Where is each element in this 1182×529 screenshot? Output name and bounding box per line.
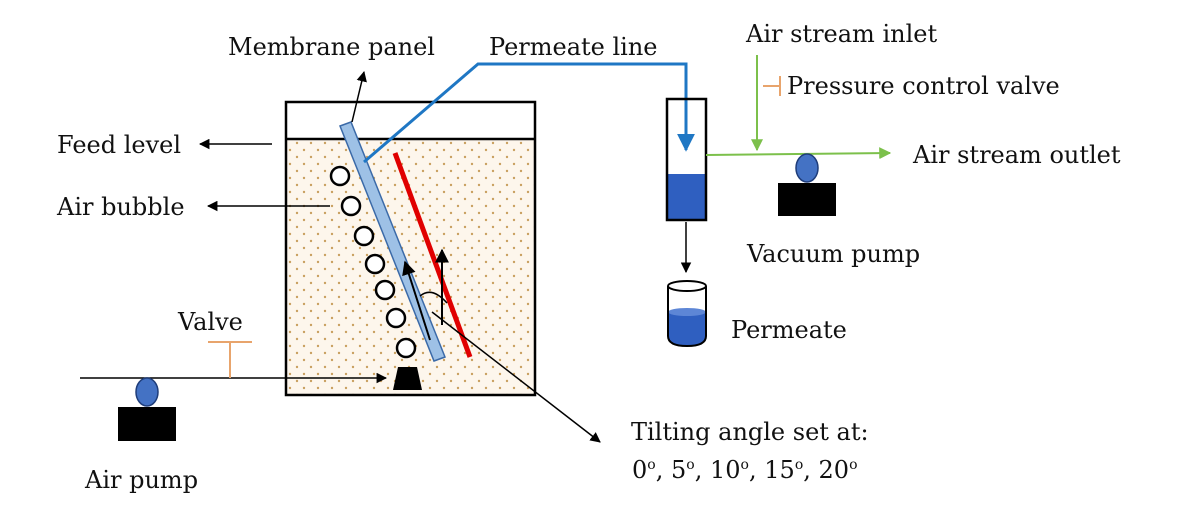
air-diffuser <box>393 367 422 390</box>
membrane-panel-label: Membrane panel <box>228 33 435 61</box>
vacuum-pump-base <box>778 183 836 216</box>
permeate-label: Permeate <box>731 316 847 344</box>
air-bubble <box>340 195 362 217</box>
vacuum-pump-head <box>795 153 819 183</box>
angle-degree: o <box>741 457 749 473</box>
air-pump-head <box>135 377 159 407</box>
air-pump-label: Air pump <box>84 466 198 494</box>
angle-value: 10 <box>710 456 741 484</box>
membrane-panel-pointer <box>351 70 367 123</box>
tilting-angle-label: Tilting angle set at: <box>631 418 869 446</box>
valve-label: Valve <box>177 308 243 336</box>
angle-sep: , <box>695 456 703 484</box>
angle-sep: , <box>803 456 811 484</box>
permeate-beaker <box>667 280 707 348</box>
pressure-control-valve-label: Pressure control valve <box>787 72 1060 100</box>
angle-degree: o <box>686 457 694 473</box>
air-bubble <box>385 307 407 329</box>
membrane-direction-arrow <box>402 260 431 341</box>
air-stream-outlet-label: Air stream outlet <box>912 141 1121 169</box>
red-reference-line <box>392 152 473 358</box>
air-bubble <box>329 165 351 187</box>
angle-value: 20 <box>819 456 850 484</box>
air-stream <box>705 55 892 160</box>
air-pump-base <box>118 407 176 441</box>
angle-degree: o <box>849 457 857 473</box>
angle-value: 0 <box>632 456 647 484</box>
angle-sep: , <box>749 456 757 484</box>
vacuum-pump <box>778 153 836 216</box>
angle-sep: , <box>656 456 664 484</box>
permeate-beaker-liquid <box>668 312 706 346</box>
angle-degree: o <box>647 457 655 473</box>
tilting-angle-pointer <box>431 311 601 443</box>
angle-arc <box>419 291 448 304</box>
permeate-tube <box>665 97 708 274</box>
air-bubble <box>364 253 386 275</box>
permeate-tube-liquid <box>667 174 706 220</box>
feed-level-label: Feed level <box>57 131 181 159</box>
angle-degree: o <box>795 457 803 473</box>
air-bubble <box>374 279 396 301</box>
air-stream-inlet-label: Air stream inlet <box>745 20 937 48</box>
permeate-line <box>363 62 695 164</box>
tilting-angle-values: 0o, 5o, 10o, 15o, 20o <box>632 456 858 484</box>
air-bubble-label: Air bubble <box>56 193 185 221</box>
air-bubbles <box>329 165 417 359</box>
membrane-panel <box>339 121 446 362</box>
vacuum-pump-label: Vacuum pump <box>746 240 920 268</box>
angle-value: 15 <box>764 456 795 484</box>
membrane-assembly <box>339 70 601 443</box>
permeate-line-label: Permeate line <box>489 33 658 61</box>
air-bubble <box>395 337 417 359</box>
tank-outline <box>284 100 537 397</box>
air-supply <box>80 341 422 441</box>
air-stream-outlet-line <box>705 147 892 160</box>
angle-value: 5 <box>671 456 686 484</box>
air-bubble <box>353 225 375 247</box>
permeate-beaker-surface <box>668 308 706 316</box>
permeate-beaker-outline <box>667 286 707 348</box>
permeate-tube-outline <box>665 97 708 222</box>
permeate-beaker-rim <box>667 280 707 292</box>
